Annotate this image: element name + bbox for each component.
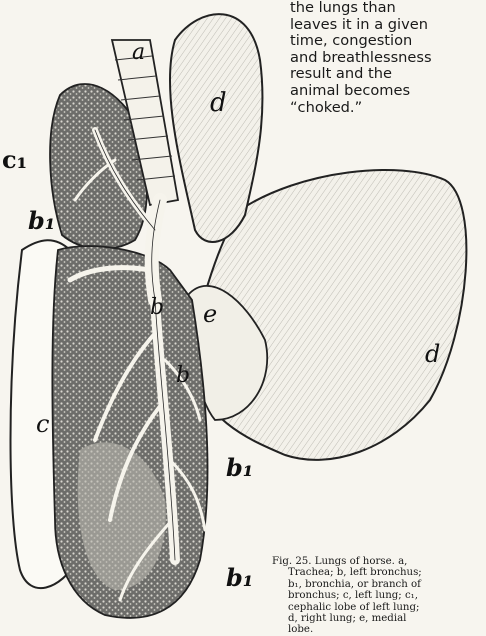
label-e: e: [203, 300, 217, 328]
body-text: the lungs than leaves it in a given time…: [290, 0, 482, 116]
body-text-line: leaves it in a given: [290, 17, 482, 34]
caption-line: cephalic lobe of left lung;: [272, 602, 484, 613]
label-a: a: [132, 40, 145, 65]
body-text-line: animal becomes: [290, 83, 482, 100]
label-c: c: [36, 410, 49, 438]
caption-line: Fig. 25. Lungs of horse. a,: [272, 556, 484, 567]
caption-line: lobe.: [272, 624, 484, 635]
caption-line: b₁, bronchia, or branch of: [272, 579, 484, 590]
figure-caption: Fig. 25. Lungs of horse. a, Trachea; b, …: [272, 556, 484, 636]
body-text-line: the lungs than: [290, 0, 482, 17]
label-d-upper: d: [210, 88, 227, 118]
label-b-lower: b: [176, 363, 190, 388]
label-c1: c₁: [2, 145, 27, 174]
label-b1-low: b₁: [226, 563, 253, 592]
body-text-line: result and the: [290, 66, 482, 83]
label-b1-mid: b₁: [226, 453, 253, 482]
label-b: b: [150, 295, 164, 320]
body-text-line: time, congestion: [290, 33, 482, 50]
body-text-line: “choked.”: [290, 100, 482, 117]
caption-line: Trachea; b, left bronchus;: [272, 567, 484, 578]
body-text-line: and breathlessness: [290, 50, 482, 67]
label-b1-upper: b₁: [28, 206, 55, 235]
caption-line: d, right lung; e, medial: [272, 613, 484, 624]
caption-line: bronchus; c, left lung; c₁,: [272, 590, 484, 601]
label-d-right: d: [425, 340, 440, 368]
